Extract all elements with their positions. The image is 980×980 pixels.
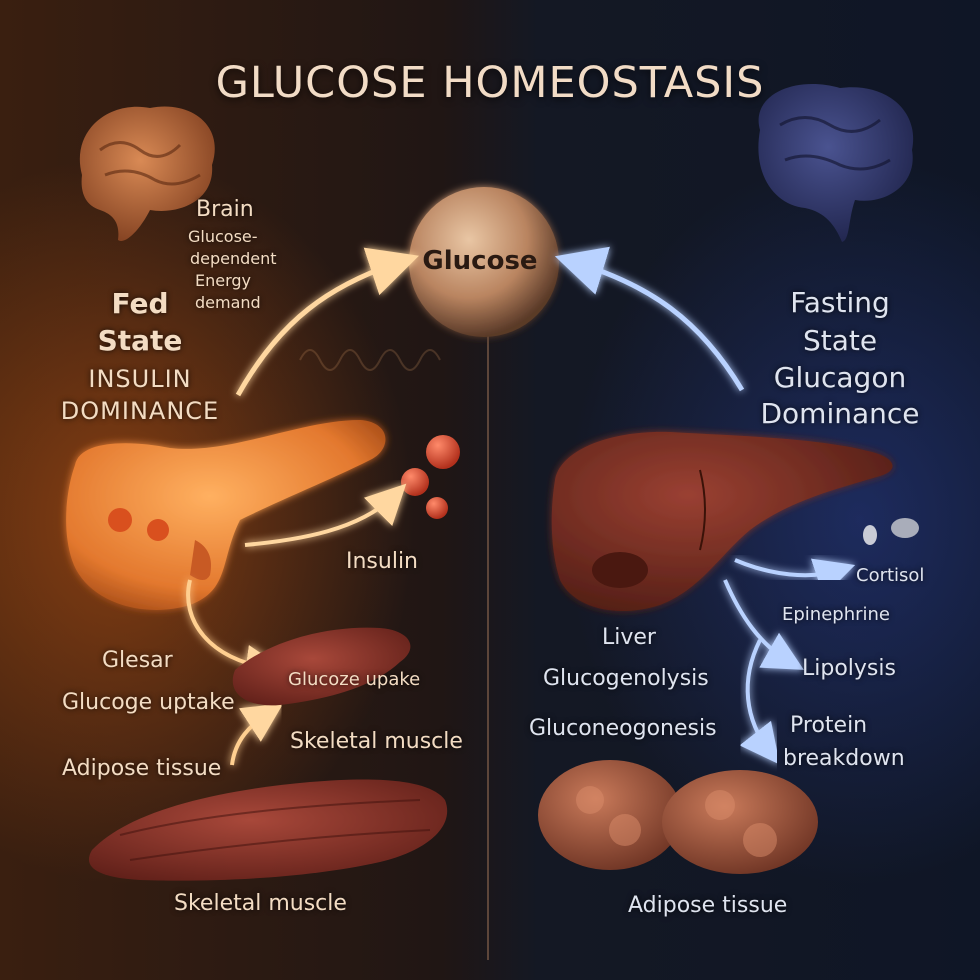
- pebble: [891, 518, 919, 538]
- skeletal-muscle-mid-label: Skeletal muscle: [290, 729, 463, 754]
- insulin-label: Insulin: [346, 549, 419, 574]
- brain-line3: Energy: [195, 271, 252, 290]
- fed-line1: Fed: [111, 287, 169, 320]
- lipolysis-label: Lipolysis: [802, 656, 896, 681]
- skeletal-muscle-mid: [232, 627, 411, 706]
- protein-line2-label: breakdown: [783, 746, 905, 771]
- brain-cool: [758, 84, 914, 242]
- skeletal-muscle-bottom: [88, 779, 448, 881]
- fasting-line3: Glucagon: [773, 361, 907, 394]
- protein-arrow: [739, 639, 780, 765]
- insulin-arrow: [244, 483, 407, 547]
- adipose-tissue-right: [538, 760, 818, 874]
- cortisol-arrow: [734, 558, 856, 597]
- liver-label: Liver: [602, 625, 656, 650]
- brain-line2: dependent: [190, 249, 277, 268]
- insulin-bead: [401, 468, 429, 496]
- gluconeogenesis-label: Gluconeogonesis: [529, 716, 717, 741]
- glucoze-upake-label: Glucoze upake: [288, 669, 421, 690]
- epinephrine-label: Epinephrine: [782, 604, 890, 625]
- pancreas: [66, 420, 386, 610]
- insulin-bead: [426, 435, 460, 469]
- glucoge-uptake-label: Glucoge uptake: [62, 690, 235, 715]
- fed-arc-arrow: [235, 247, 419, 397]
- brain-line1: Glucose-: [188, 227, 258, 246]
- glucose-sphere: [409, 187, 559, 337]
- liver: [551, 431, 893, 612]
- protein-line1-label: Protein: [790, 713, 868, 738]
- glesar-label: Glesar: [102, 648, 173, 673]
- page-title: GLUCOSE HOMEOSTASIS: [215, 58, 765, 108]
- adipose-right-label: Adipose tissue: [628, 893, 788, 918]
- waveform-decoration: [299, 349, 441, 371]
- pebble: [863, 525, 877, 545]
- brain-warm: [79, 106, 215, 241]
- glucose-label: Glucose: [422, 246, 538, 276]
- fasting-arc-arrow: [554, 246, 745, 392]
- glucogenolysis-label: Glucogenolysis: [543, 666, 709, 691]
- adipose-up-arrow: [230, 703, 284, 766]
- insulin-bead: [426, 497, 448, 519]
- adipose-left-label: Adipose tissue: [62, 756, 222, 781]
- fasting-line1: Fasting: [790, 286, 890, 319]
- fasting-line2: State: [802, 324, 878, 357]
- fed-line4: DOMINANCE: [60, 397, 220, 425]
- fed-line3: INSULIN: [88, 365, 192, 393]
- fed-line2: State: [97, 324, 183, 357]
- brain-line4: demand: [195, 293, 261, 312]
- cortisol-label: Cortisol: [856, 565, 925, 586]
- lipolysis-arrow: [723, 579, 804, 670]
- skeletal-muscle-bottom-label: Skeletal muscle: [174, 891, 347, 916]
- fasting-line4: Dominance: [760, 397, 920, 430]
- brain-title: Brain: [196, 197, 254, 222]
